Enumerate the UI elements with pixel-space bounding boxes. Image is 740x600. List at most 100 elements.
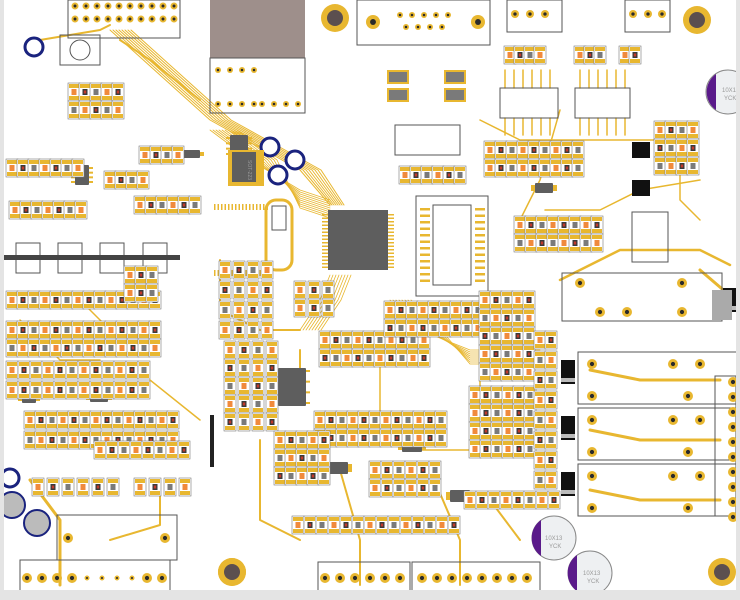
pad	[124, 424, 134, 428]
ic-pin	[531, 185, 535, 187]
pad	[73, 160, 83, 164]
pad	[392, 424, 402, 428]
component-marker	[532, 166, 536, 170]
capacitor-top-right[interactable]: 10X13 YCK	[705, 69, 736, 115]
relay-1	[561, 272, 723, 322]
component-body	[167, 484, 173, 490]
pad	[220, 302, 230, 306]
pad	[157, 209, 167, 213]
pad	[315, 412, 325, 416]
pad	[381, 424, 391, 428]
pad	[562, 172, 572, 176]
smd-component	[284, 466, 298, 486]
pad	[295, 282, 305, 286]
pad	[492, 387, 502, 391]
pad	[573, 160, 583, 164]
component-marker	[265, 288, 269, 292]
drill-hole	[161, 4, 165, 8]
ic-pin	[89, 181, 93, 183]
smd-component	[318, 348, 332, 368]
pcb-canvas[interactable]: 10X13 YCK 10X13 YCK 10X13 YCK	[4, 0, 736, 590]
drill-hole	[172, 17, 176, 21]
smd-component	[675, 138, 689, 158]
pad	[666, 170, 676, 174]
pad	[80, 412, 90, 416]
capacitor-bottom-2[interactable]: 10X13 YCK	[567, 550, 613, 590]
pad	[293, 529, 303, 533]
pad	[7, 292, 17, 296]
drill-hole	[139, 4, 143, 8]
pad	[267, 426, 277, 430]
smd-component	[23, 430, 37, 450]
pad	[80, 424, 90, 428]
transistor	[632, 142, 650, 158]
pad	[436, 430, 446, 434]
trace	[588, 368, 722, 382]
pad	[451, 332, 461, 336]
pad	[95, 442, 105, 446]
mcu-pin	[388, 252, 394, 254]
component-marker	[270, 366, 274, 370]
component-body	[464, 325, 470, 331]
smd-component	[246, 280, 260, 300]
pad	[525, 423, 535, 427]
component-body	[405, 417, 411, 423]
component-body	[408, 467, 414, 473]
pad	[505, 47, 515, 51]
capacitor-small	[284, 149, 306, 171]
pad	[473, 332, 483, 336]
pad	[525, 504, 535, 508]
smd-component	[178, 477, 192, 497]
component-marker	[96, 485, 100, 489]
component-body	[494, 392, 500, 398]
smd-component	[527, 140, 541, 160]
pad	[573, 154, 583, 158]
pad	[419, 344, 429, 348]
pad	[677, 140, 687, 144]
smd-component	[293, 298, 307, 318]
pad	[396, 320, 406, 324]
pad	[105, 184, 115, 188]
component-body	[537, 357, 543, 363]
pad	[526, 235, 536, 239]
pad	[323, 294, 333, 298]
smd-component	[533, 450, 547, 470]
smd-component	[538, 158, 552, 178]
trace	[558, 248, 732, 282]
drill-hole	[528, 12, 532, 16]
pad	[135, 424, 145, 428]
pad	[418, 314, 428, 318]
component-body	[507, 52, 513, 58]
pad	[425, 412, 435, 416]
smd-component	[468, 385, 482, 405]
component-marker	[171, 418, 175, 422]
component-marker	[421, 486, 425, 490]
smd-component	[544, 390, 558, 410]
capacitor-bottom-1[interactable]: 10X13 YCK	[531, 515, 577, 561]
pad	[225, 360, 235, 364]
regulator-sot223[interactable]: SOT-223	[228, 150, 264, 186]
component-marker	[83, 438, 87, 442]
component-marker	[428, 436, 432, 440]
component-body	[504, 351, 510, 357]
mcu-pin	[322, 235, 328, 237]
mcu-pin	[259, 204, 261, 210]
pad	[407, 302, 417, 306]
smd-component	[478, 308, 492, 328]
component-body	[97, 447, 103, 453]
pad	[105, 172, 115, 176]
ic-pin	[475, 279, 485, 282]
component-body	[105, 367, 111, 373]
component-body	[264, 267, 270, 273]
trace	[236, 129, 331, 219]
component-marker	[149, 438, 153, 442]
smd-component	[340, 330, 354, 350]
pad	[297, 462, 307, 466]
component-marker	[516, 334, 520, 338]
component-body	[472, 392, 478, 398]
pad	[79, 394, 89, 398]
component-body	[542, 147, 548, 153]
pad	[548, 235, 558, 239]
pad	[677, 122, 687, 126]
component-marker	[120, 298, 124, 302]
